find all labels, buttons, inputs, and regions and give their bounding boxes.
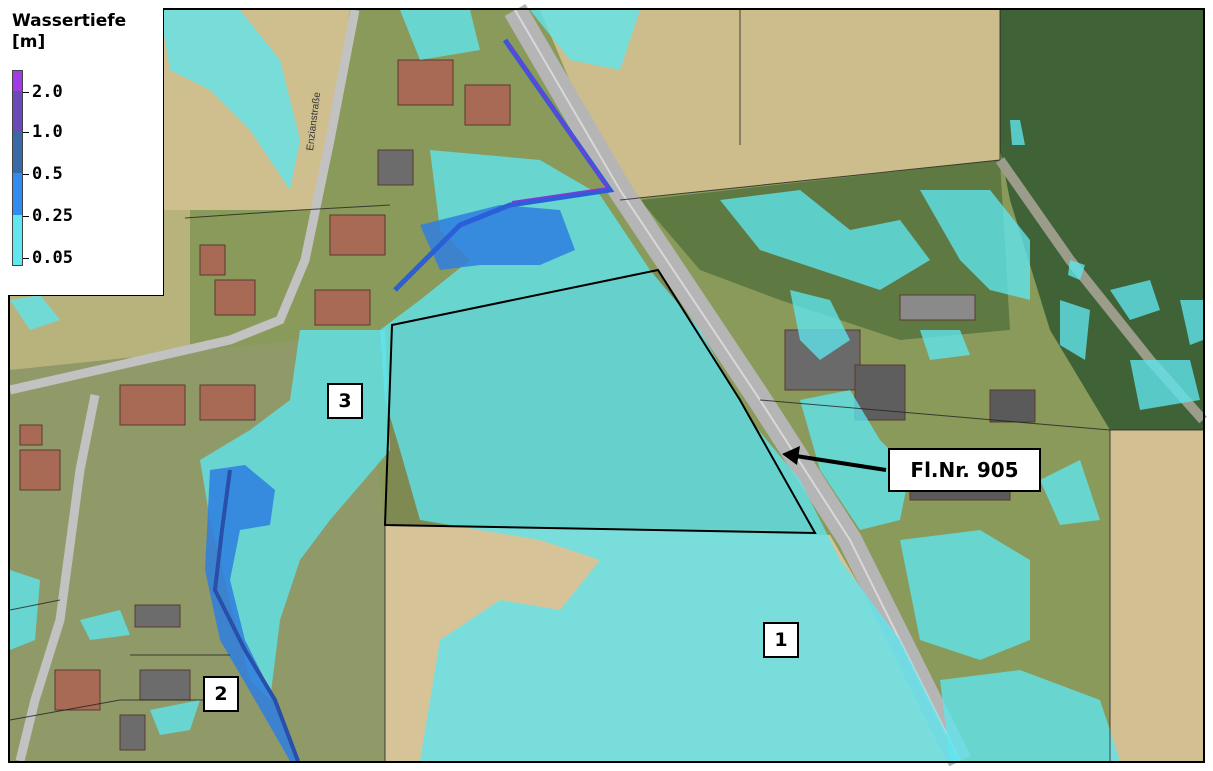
parcel-arrow	[795, 454, 887, 472]
cadastral-lines	[9, 10, 1203, 761]
legend-label-1-0: 1.0	[32, 122, 63, 142]
parcel-arrow-head	[782, 446, 800, 465]
legend-swatch-0-5	[13, 131, 22, 173]
legend-label-2-0: 2.0	[32, 82, 63, 102]
enzianstrasse-road	[9, 9, 360, 395]
area-label-1: 1	[763, 622, 799, 658]
legend-tick	[23, 132, 29, 133]
parcel-boundary-905	[383, 268, 817, 535]
flood-mid	[205, 205, 575, 761]
field-east	[1110, 430, 1203, 761]
parcel-label: Fl.Nr. 905	[888, 448, 1041, 492]
legend-tick	[23, 92, 29, 93]
legend-label-0-5: 0.5	[32, 164, 63, 184]
legend-color-bar	[12, 70, 23, 266]
legend-title: Wassertiefe [m]	[12, 11, 126, 53]
legend-title-line2: [m]	[12, 32, 46, 52]
flood-deep-stream	[212, 469, 300, 762]
legend-tick	[23, 174, 29, 175]
legend-swatch-2-0	[13, 71, 22, 91]
legend-title-line1: Wassertiefe	[12, 11, 127, 31]
legend-label-0-05: 0.05	[32, 248, 73, 268]
legend-tick	[23, 258, 29, 259]
forest-top-right	[1000, 10, 1203, 430]
flood-deepest-channel	[506, 41, 610, 203]
legend-swatch-1-0	[13, 91, 22, 131]
flood-shallow	[10, 10, 1203, 761]
legend-tick	[23, 216, 29, 217]
area-label-2: 2	[203, 676, 239, 712]
side-road-south	[15, 394, 100, 763]
legend: Wassertiefe [m] 2.0 1.0 0.5 0.25 0.05	[8, 8, 164, 296]
houses	[19, 59, 1036, 751]
legend-label-0-25: 0.25	[32, 206, 73, 226]
field-top-center	[540, 10, 1000, 200]
legend-swatch-0-05	[13, 215, 22, 265]
area-label-3: 3	[327, 383, 363, 419]
legend-swatch-0-25	[13, 173, 22, 215]
